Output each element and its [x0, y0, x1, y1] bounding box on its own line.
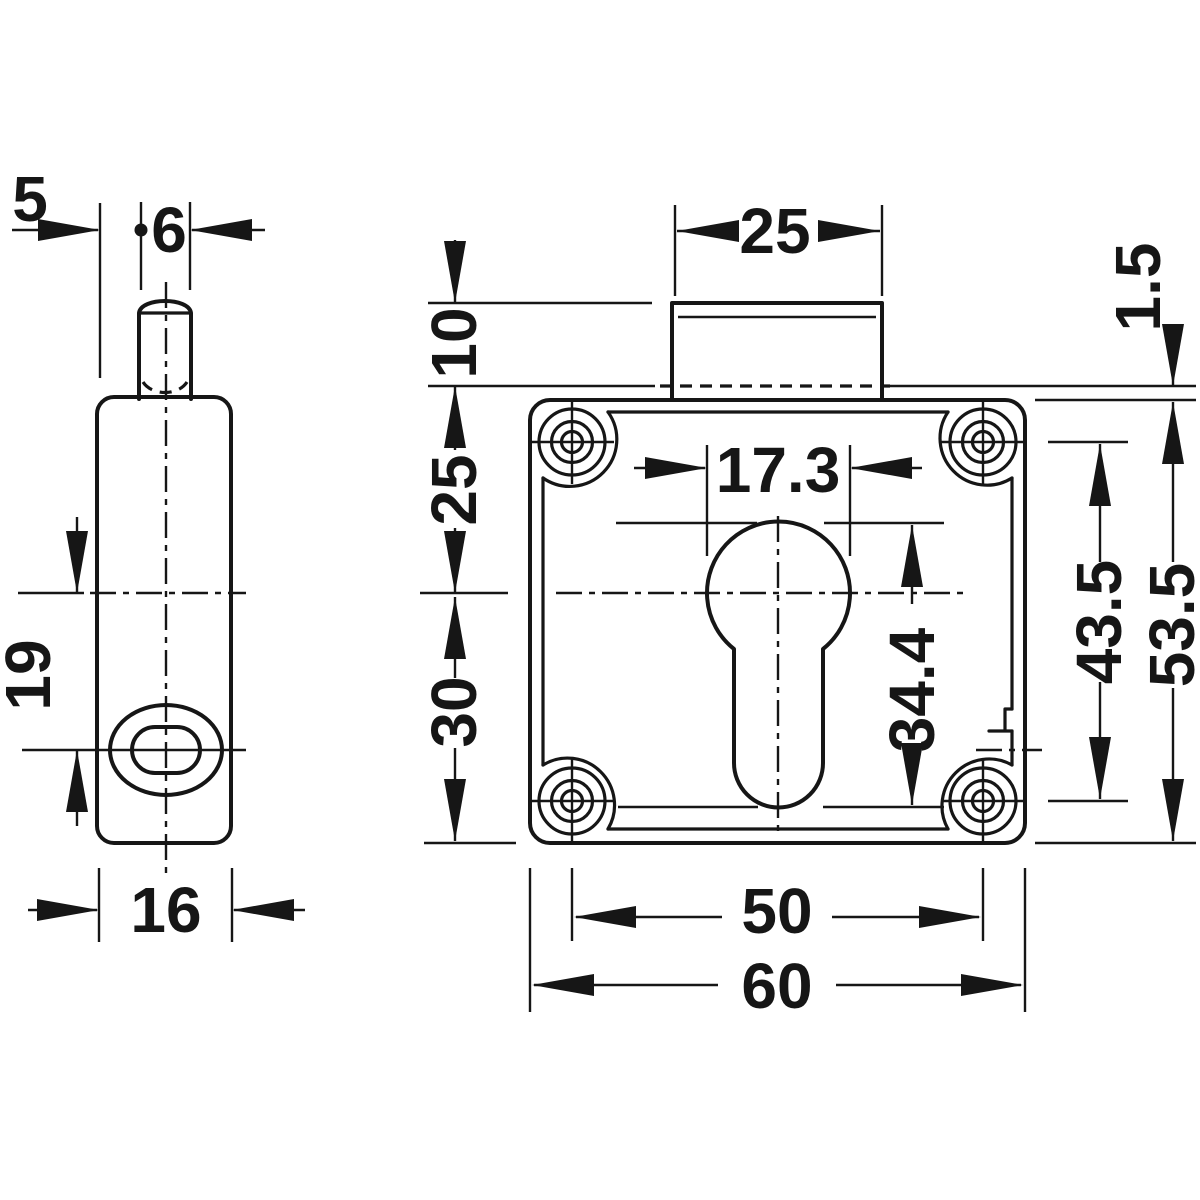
- dim-body-width: 16: [28, 868, 305, 946]
- dim-screw-spacing-horizontal: 50: [570, 868, 985, 947]
- side-body-outline: [95, 395, 233, 845]
- latch-block: [660, 301, 890, 402]
- dim-body-length: 60: [528, 868, 1027, 1022]
- dim-label-screw-spacing-horizontal: 50: [741, 875, 812, 947]
- dim-pin-diameter: 6: [134, 194, 265, 290]
- dim-label-pin-diameter: 6: [151, 194, 187, 266]
- dim-axis-to-bottom: 30: [418, 597, 516, 845]
- screw-hole-top-left: [530, 400, 614, 484]
- dim-label-latch-height: 10: [418, 307, 490, 378]
- inner-step-notch: [987, 707, 1014, 733]
- dim-screw-spacing-vertical: 43.5: [1048, 440, 1135, 803]
- screw-hole-bottom-left: [530, 759, 614, 843]
- dim-label-lip-clearance: 1.5: [1102, 243, 1174, 332]
- front-view: 25 10 25 30: [418, 195, 1200, 1022]
- dim-top-to-axis: 25: [418, 454, 508, 595]
- dim-keyhole-slot-length: 34.4: [616, 521, 948, 809]
- dim-pin-offset: 5: [12, 163, 143, 378]
- dim-latch-width: 25: [673, 195, 884, 296]
- dim-label-body-height: 53.5: [1136, 563, 1200, 688]
- screw-hole-top-right: [941, 400, 1025, 484]
- dim-label-top-to-axis: 25: [418, 454, 490, 525]
- dim-label-keyhole-slot-length: 34.4: [876, 627, 948, 752]
- dim-label-body-width: 16: [130, 874, 201, 946]
- dim-label-axis-to-bottom: 30: [418, 676, 490, 747]
- keyhole-profile: [705, 519, 852, 810]
- side-view: 5 6 19 16: [0, 163, 305, 946]
- dim-latch-height: 10: [418, 240, 655, 450]
- dim-keyhole-diameter: 17.3: [634, 434, 922, 556]
- front-case-outline: [528, 398, 1027, 845]
- dim-label-keyhole-diameter: 17.3: [716, 434, 841, 506]
- dim-body-height: 53.5: [1035, 402, 1200, 845]
- dim-label-pin-offset: 5: [12, 163, 48, 235]
- dim-label-latch-width: 25: [739, 195, 810, 267]
- dim-label-body-length: 60: [741, 950, 812, 1022]
- dim-label-screw-spacing-vertical: 43.5: [1063, 560, 1135, 685]
- dim-axis-to-cam: 19: [0, 517, 88, 826]
- screw-hole-bottom-right: [941, 759, 1025, 843]
- dim-label-axis-to-cam: 19: [0, 639, 64, 710]
- dim-lip-clearance: 1.5: [890, 243, 1196, 402]
